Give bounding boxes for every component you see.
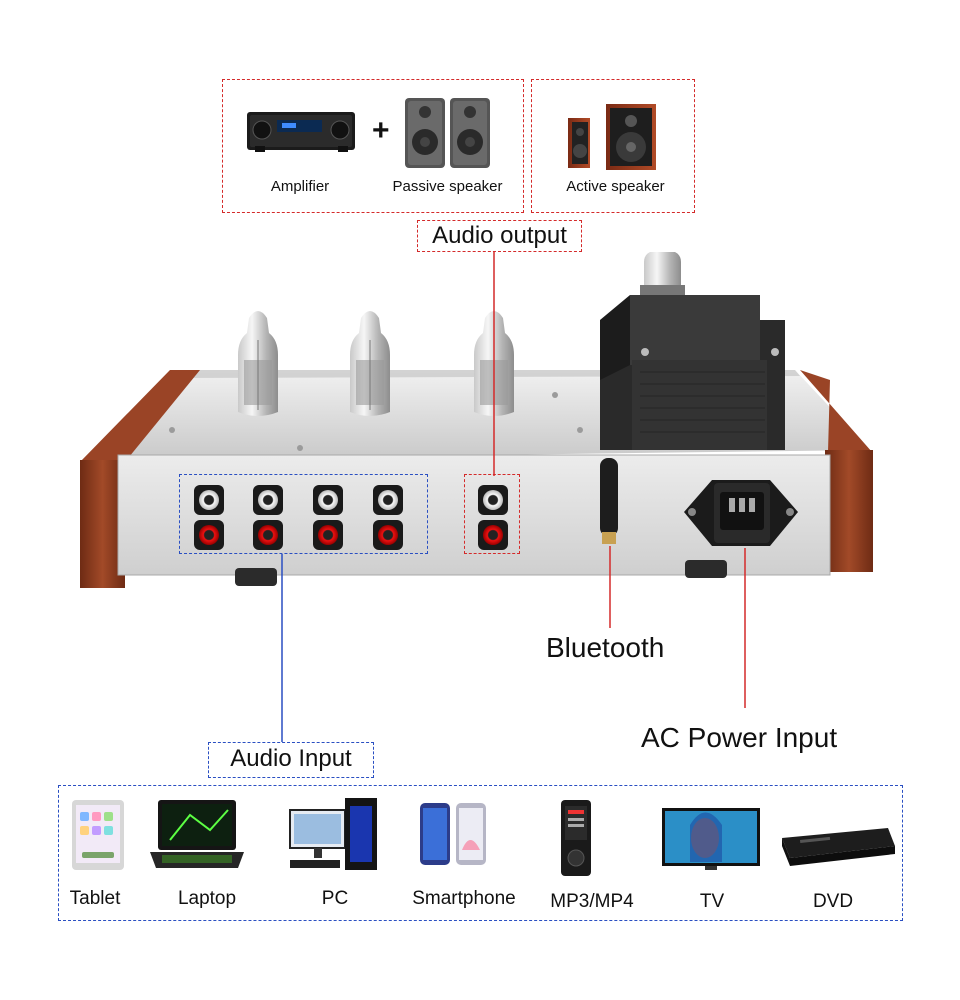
right-wood-side-panel <box>825 450 873 572</box>
mp3-player-icon <box>561 800 591 876</box>
audio-input-jacks-highlight <box>179 474 428 554</box>
pc-icon <box>289 798 377 870</box>
passive-speaker-pair-icon <box>405 98 490 168</box>
device-label-mp3-mp4: MP3/MP4 <box>550 891 634 912</box>
rectifier-tube <box>640 252 685 299</box>
ac-power-socket <box>684 480 798 546</box>
input-devices-box <box>58 785 903 921</box>
active-speaker-box <box>531 79 695 213</box>
passive-speaker-label: Passive speaker <box>392 178 503 195</box>
amplifier-unit-icon <box>247 112 355 152</box>
audio-input-tag-box <box>208 742 374 778</box>
active-speaker-pair-icon <box>568 104 656 170</box>
audio-input-label: Audio Input <box>230 745 352 772</box>
amplifier-label: Amplifier <box>270 178 330 195</box>
tablet-icon <box>72 800 124 870</box>
plus-sign: + <box>372 114 390 147</box>
device-label-pc: PC <box>321 888 349 909</box>
smartphone-icon <box>420 803 486 865</box>
vacuum-tube-1 <box>238 311 278 416</box>
laptop-icon <box>150 800 244 868</box>
bluetooth-label: Bluetooth <box>546 632 665 663</box>
active-speaker-label: Active speaker <box>566 178 665 195</box>
device-label-smartphone: Smartphone <box>412 888 516 909</box>
amplifier-passive-speaker-box <box>222 79 524 213</box>
vacuum-tube-2 <box>350 311 390 416</box>
bluetooth-antenna <box>600 458 618 544</box>
dvd-player-icon <box>782 828 895 866</box>
audio-output-jacks-highlight <box>464 474 520 554</box>
audio-output-tag-box <box>417 220 582 252</box>
ac-power-input-label: AC Power Input <box>641 722 838 753</box>
device-label-laptop: Laptop <box>177 888 237 909</box>
power-transformer <box>600 295 785 450</box>
rca-output-jacks <box>478 485 508 550</box>
device-label-dvd: DVD <box>812 891 854 912</box>
device-label-tv: TV <box>699 891 725 912</box>
rca-input-jacks <box>194 485 403 550</box>
tv-icon <box>662 808 760 870</box>
audio-output-label: Audio output <box>432 222 567 249</box>
device-label-tablet: Tablet <box>69 888 121 909</box>
